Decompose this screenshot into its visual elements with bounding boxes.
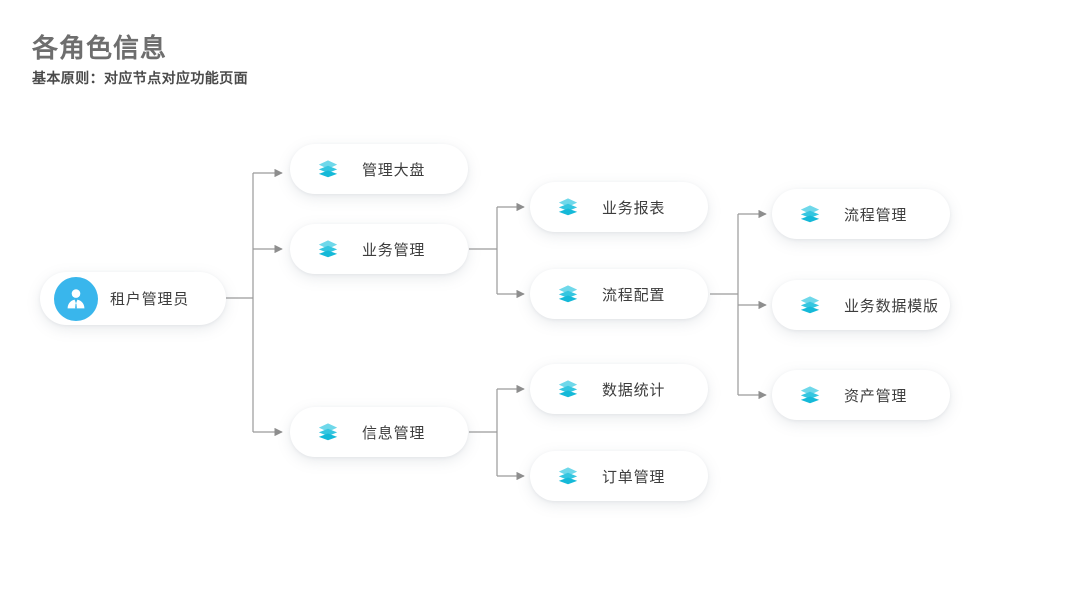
tree-node-yewu-shuju-moban[interactable]: 业务数据模版 — [772, 280, 950, 330]
layers-stack-icon — [556, 464, 580, 488]
tree-node-zichan-guanli[interactable]: 资产管理 — [772, 370, 950, 420]
tree-node-label: 数据统计 — [602, 381, 666, 399]
layers-stack-icon — [798, 202, 822, 226]
tree-node-liucheng-peizhi[interactable]: 流程配置 — [530, 269, 708, 319]
user-avatar-icon — [54, 276, 98, 321]
layers-stack-icon — [556, 195, 580, 219]
tree-node-xinxi-guanli[interactable]: 信息管理 — [290, 407, 468, 457]
tree-node-label: 业务管理 — [362, 241, 426, 259]
layers-stack-icon — [316, 420, 340, 444]
tree-node-label: 订单管理 — [602, 468, 666, 486]
tree-node-shuju-tongji[interactable]: 数据统计 — [530, 364, 708, 414]
layers-stack-icon — [798, 383, 822, 407]
layers-stack-icon — [556, 282, 580, 306]
tree-node-label: 资产管理 — [844, 387, 908, 405]
tree-node-yewu-guanli[interactable]: 业务管理 — [290, 224, 468, 274]
layers-stack-icon — [316, 157, 340, 181]
tree-node-guanli-dapan[interactable]: 管理大盘 — [290, 144, 468, 194]
tree-node-label: 流程管理 — [844, 206, 908, 224]
layers-stack-icon — [316, 237, 340, 261]
page-subtitle: 基本原则：对应节点对应功能页面 — [32, 70, 248, 86]
tree-node-label: 业务报表 — [602, 199, 666, 217]
tree-node-dingdan-guanli[interactable]: 订单管理 — [530, 451, 708, 501]
layers-stack-icon — [556, 377, 580, 401]
tree-node-label: 流程配置 — [602, 286, 666, 304]
tree-node-label: 业务数据模版 — [844, 297, 939, 315]
tree-node-root[interactable]: 租户管理员 — [40, 272, 226, 325]
layers-stack-icon — [798, 293, 822, 317]
tree-node-yewu-baobiao[interactable]: 业务报表 — [530, 182, 708, 232]
tree-node-liucheng-guanli[interactable]: 流程管理 — [772, 189, 950, 239]
tree-node-label: 信息管理 — [362, 424, 426, 442]
tree-node-label: 租户管理员 — [110, 291, 190, 308]
page-title: 各角色信息 — [32, 33, 168, 63]
tree-node-label: 管理大盘 — [362, 161, 426, 179]
